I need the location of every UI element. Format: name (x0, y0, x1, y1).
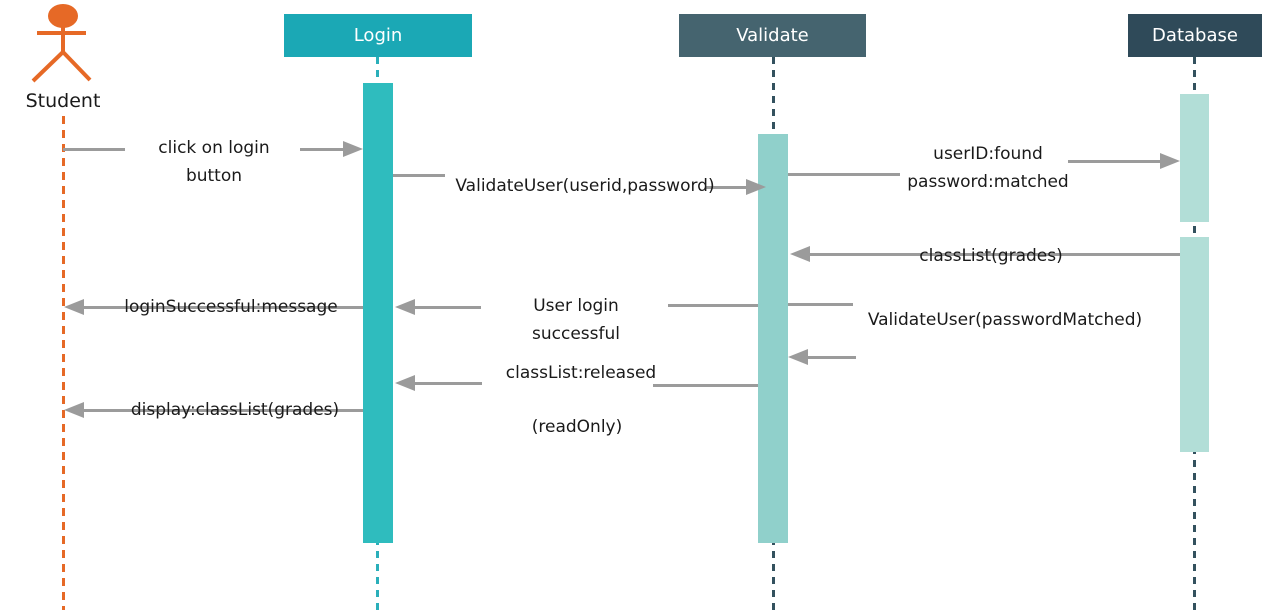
validate-header-box: Validate (679, 14, 866, 57)
validate-header-label: Validate (736, 25, 809, 46)
message-line (415, 306, 481, 309)
student-actor-icon (31, 4, 92, 83)
message-label: classList:released (481, 359, 681, 387)
message-line (84, 306, 363, 309)
database-header-box: Database (1128, 14, 1262, 57)
database-activation-bar-2 (1180, 237, 1209, 452)
message-label: userID:found password:matched (878, 140, 1098, 196)
message-line (1068, 160, 1160, 163)
message-label-line: classList(grades) (919, 246, 1063, 266)
message-arrowhead (343, 141, 363, 157)
message-label-line: button (185, 166, 243, 186)
message-line (705, 186, 747, 189)
message-line (653, 384, 758, 387)
message-label: classList(grades) (891, 242, 1091, 270)
message-arrowhead (64, 299, 84, 315)
message-label-line: userID:found (933, 144, 1043, 164)
message-label: User login successful (496, 292, 656, 348)
database-activation-bar-1 (1180, 94, 1209, 222)
login-activation-bar (363, 83, 393, 543)
message-label-line: password:matched (907, 172, 1069, 192)
student-lifeline (62, 116, 65, 610)
message-line (393, 174, 445, 177)
message-line (63, 148, 125, 151)
message-label-line: successful (532, 324, 620, 344)
message-line (415, 382, 482, 385)
message-line (84, 409, 363, 412)
message-arrowhead (64, 402, 84, 418)
validate-activation-bar (758, 134, 788, 543)
actor-label-student: Student (25, 90, 101, 112)
message-arrowhead (746, 179, 766, 195)
message-arrowhead (395, 299, 415, 315)
message-line (300, 148, 345, 151)
message-label-line: ValidateUser(passwordMatched) (867, 310, 1143, 330)
message-label: (readOnly) (507, 413, 647, 441)
message-label-line: loginSuccessful:message (124, 297, 338, 317)
message-label: click on login button (114, 134, 314, 190)
message-arrowhead (788, 349, 808, 365)
message-line (810, 253, 1180, 256)
message-label-line: User login (533, 296, 619, 316)
message-arrowhead (395, 375, 415, 391)
message-label-line: click on login (158, 138, 270, 158)
message-label: loginSuccessful:message (101, 293, 361, 321)
database-header-label: Database (1152, 25, 1238, 46)
message-label-line: (readOnly) (531, 417, 623, 437)
login-header-label: Login (353, 25, 403, 46)
message-label-line: classList:released (505, 363, 657, 383)
message-line (788, 303, 853, 306)
message-label-line: display:classList(grades) (130, 400, 340, 420)
message-label: ValidateUser(userid,password) (435, 172, 735, 200)
message-line (808, 356, 856, 359)
message-arrowhead (1160, 153, 1180, 169)
message-label: ValidateUser(passwordMatched) (850, 306, 1160, 334)
message-label: display:classList(grades) (105, 396, 365, 424)
message-label-line: ValidateUser(userid,password) (455, 176, 715, 196)
login-header-box: Login (284, 14, 472, 57)
message-arrowhead (790, 246, 810, 262)
message-line (668, 304, 758, 307)
message-line (788, 173, 900, 176)
